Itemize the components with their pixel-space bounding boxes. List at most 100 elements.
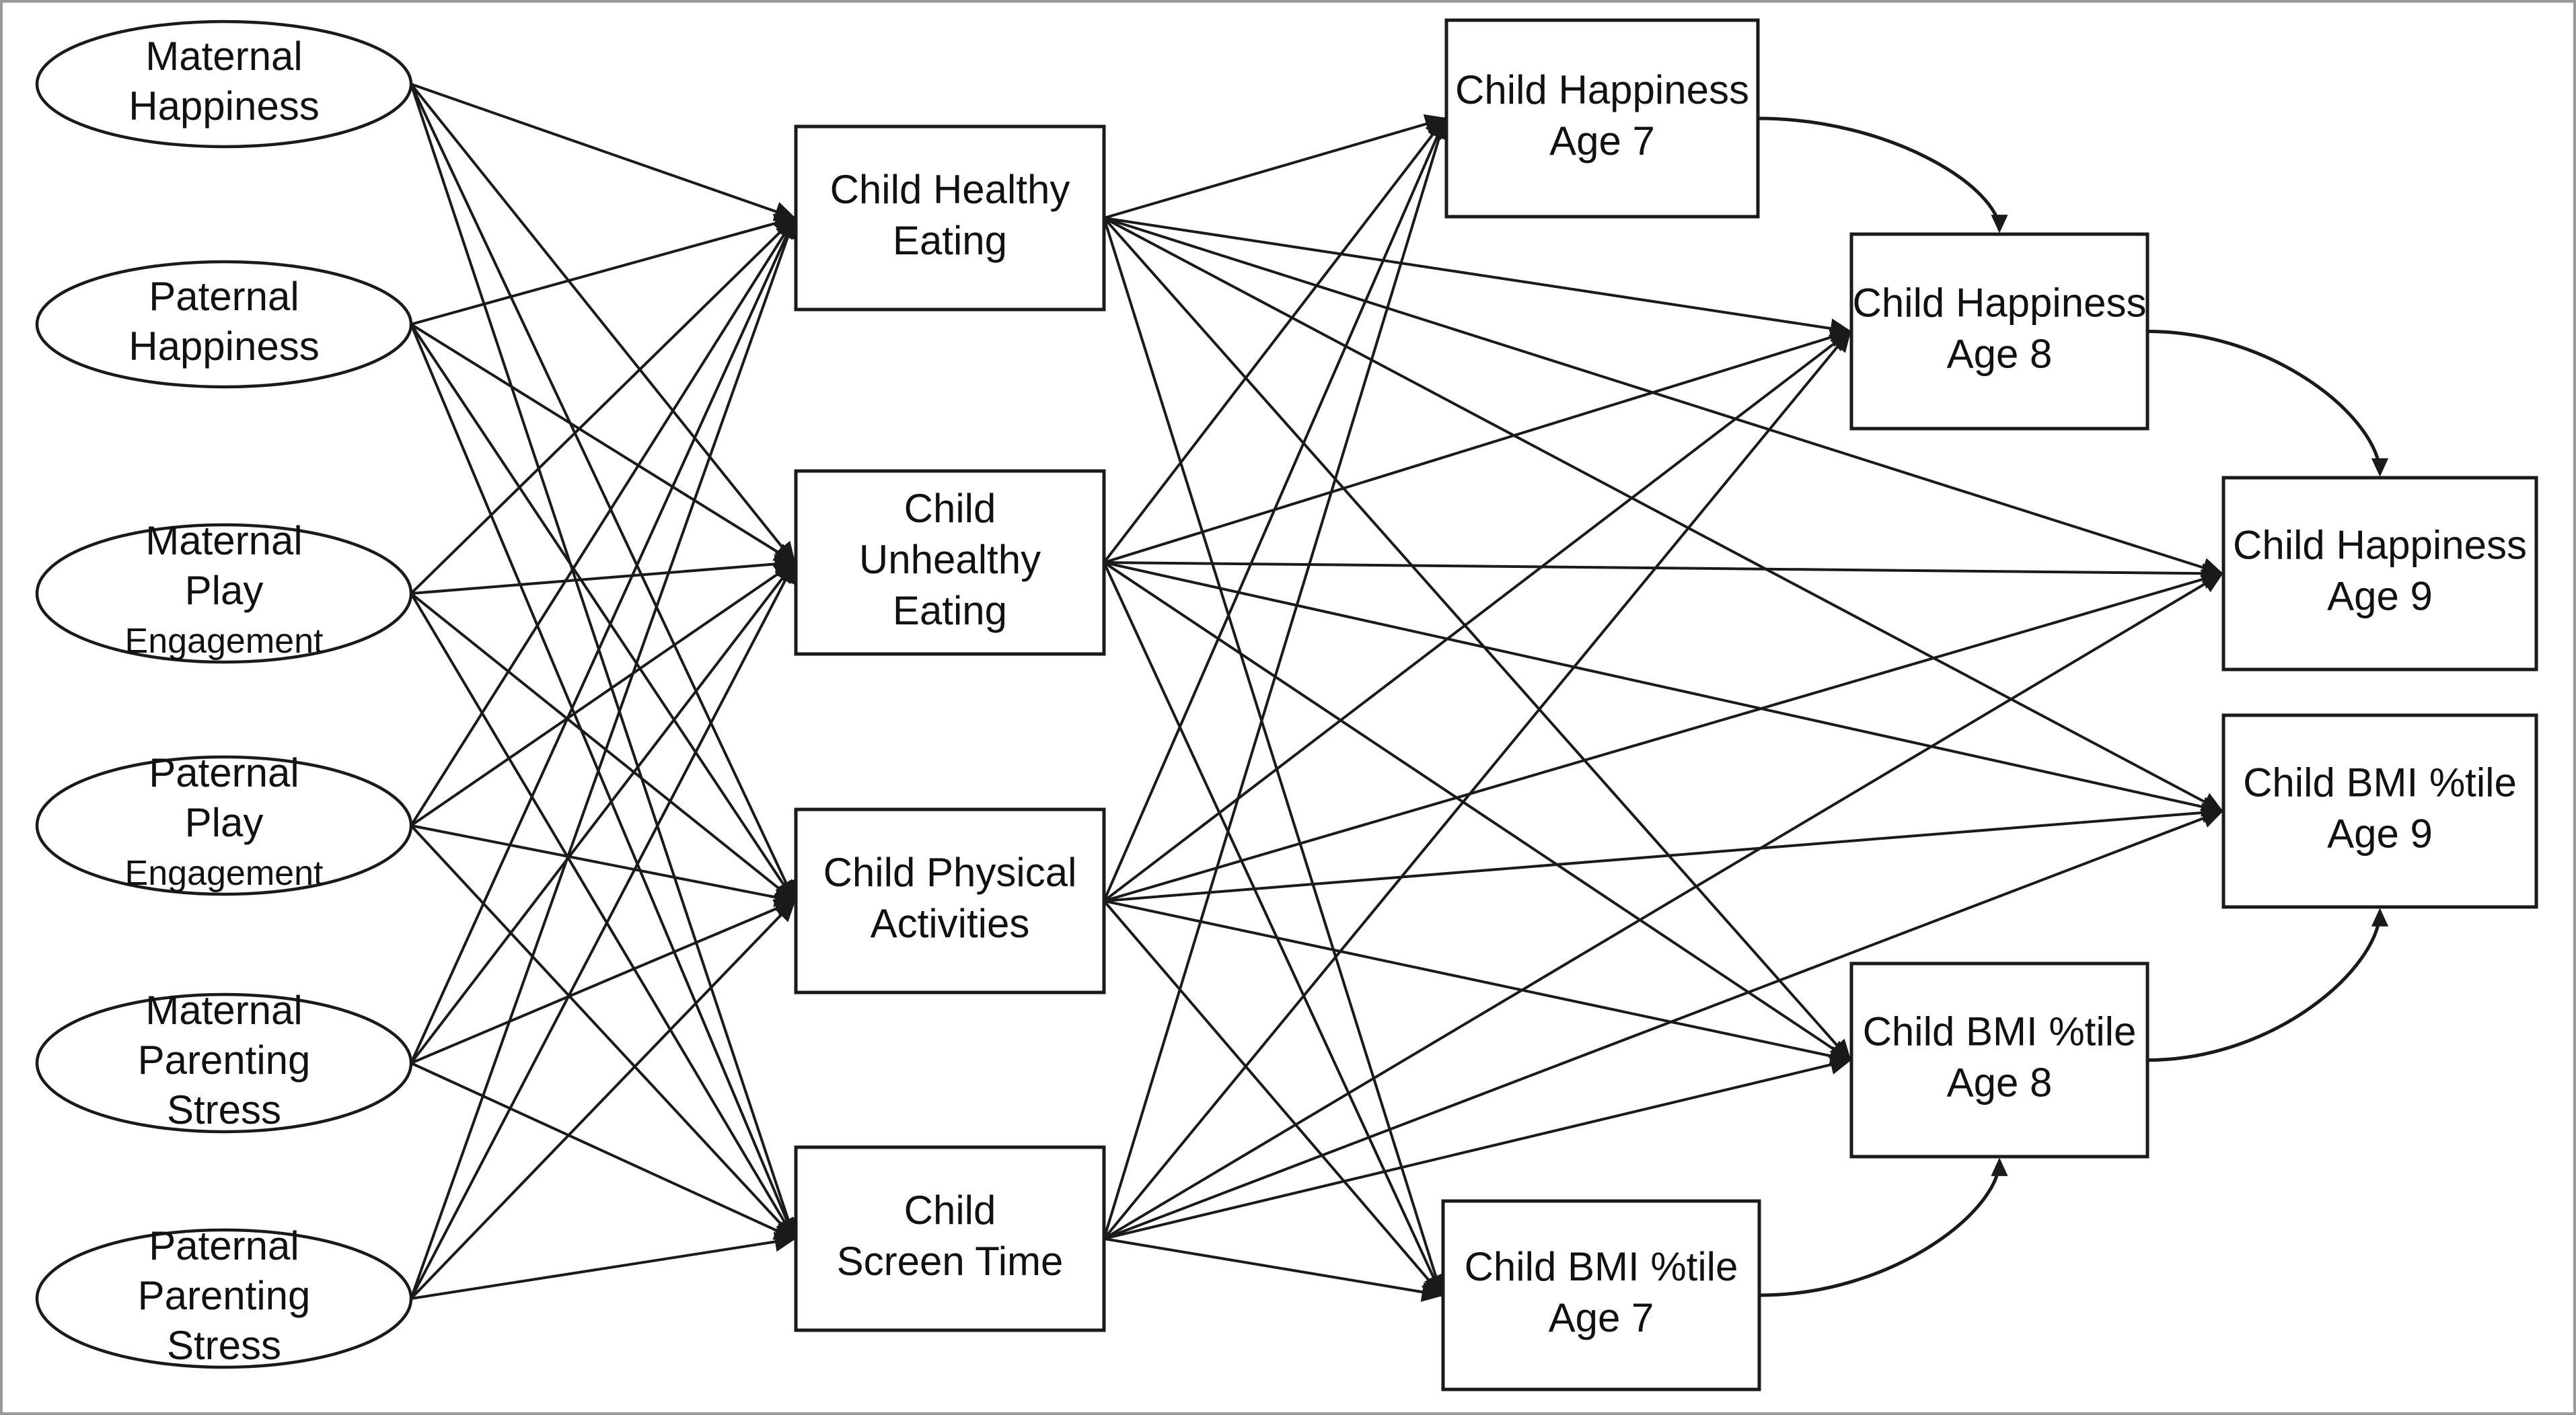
edge-physical-activity-to-happiness-7 (1103, 116, 1446, 902)
edge-unhealthy-eating-to-bmi-8 (1103, 561, 1852, 1062)
edges-autoregressive (1757, 116, 2389, 1297)
edge-pat-stress-to-healthy-eating (410, 216, 798, 1299)
edge-screen-time-to-bmi-9 (1103, 809, 2224, 1240)
edge-mat-stress-to-screen-time (410, 1062, 797, 1240)
edge-unhealthy-eating-to-happiness-7 (1103, 116, 1446, 564)
edge-pat-play-to-physical-activity (410, 824, 797, 907)
edge-mat-play-to-screen-time (410, 592, 796, 1241)
node-shape-ellipse (35, 20, 413, 149)
node-shape-ellipse (35, 755, 413, 896)
node-shape-ellipse (35, 992, 413, 1134)
edge-unhealthy-eating-to-happiness-9 (1103, 561, 2224, 584)
edge-physical-activity-to-bmi-8 (1103, 900, 1852, 1066)
edge-mat-happiness-to-healthy-eating (410, 83, 797, 221)
edge-pat-happiness-to-physical-activity (410, 323, 796, 903)
edge-mat-play-to-healthy-eating (410, 217, 796, 595)
edge-mat-happiness-to-screen-time (410, 83, 798, 1241)
edge-pat-play-to-screen-time (410, 824, 796, 1240)
edge-screen-time-to-bmi-8 (1103, 1054, 1852, 1240)
edge-pat-play-to-healthy-eating (410, 216, 796, 827)
node-shape-rect (1441, 1199, 1761, 1391)
edge-pat-stress-to-unhealthy-eating (410, 560, 796, 1299)
edges-mediators-to-outcomes (1103, 114, 2224, 1302)
edge-mat-play-to-physical-activity (410, 592, 797, 902)
edge-mat-play-to-unhealthy-eating (410, 554, 797, 595)
edge-healthy-eating-to-happiness-9 (1103, 217, 2224, 577)
edge-pat-stress-to-physical-activity (410, 900, 796, 1300)
edge-screen-time-to-happiness-9 (1103, 572, 2224, 1240)
node-shape-rect (2221, 476, 2538, 672)
node-shape-rect (794, 124, 1106, 312)
edge-auto-bmi7-bmi8 (1759, 1157, 2008, 1297)
node-shape-rect (2221, 713, 2538, 909)
node-shape-rect (1849, 962, 2149, 1159)
edge-healthy-eating-to-bmi-8 (1103, 217, 1851, 1062)
node-shape-ellipse (35, 523, 413, 664)
edge-pat-play-to-unhealthy-eating (410, 561, 797, 827)
edge-physical-activity-to-bmi-9 (1103, 802, 2224, 902)
edge-healthy-eating-to-bmi-9 (1103, 217, 2224, 813)
edge-mat-stress-to-physical-activity (410, 899, 797, 1064)
node-shape-ellipse (35, 260, 413, 389)
edge-healthy-eating-to-happiness-7 (1103, 114, 1447, 219)
edge-screen-time-to-happiness-7 (1103, 116, 1449, 1239)
edge-auto-bmi8-bmi9 (2147, 908, 2389, 1062)
node-shape-rect (794, 469, 1106, 656)
edge-unhealthy-eating-to-bmi-9 (1103, 561, 2224, 817)
edge-unhealthy-eating-to-bmi-7 (1103, 562, 1443, 1297)
edge-pat-stress-to-screen-time (410, 1231, 797, 1300)
edge-pat-happiness-to-screen-time (410, 324, 797, 1241)
edge-physical-activity-to-bmi-7 (1103, 900, 1443, 1297)
edge-screen-time-to-happiness-8 (1103, 330, 1851, 1240)
node-shape-ellipse (35, 1228, 413, 1369)
edge-physical-activity-to-happiness-9 (1103, 569, 2224, 902)
node-shape-rect (1849, 232, 2149, 431)
edge-physical-activity-to-happiness-8 (1103, 330, 1852, 902)
edge-pat-happiness-to-healthy-eating (410, 213, 797, 326)
edge-auto-hap7-hap8 (1757, 116, 2008, 233)
edge-mat-stress-to-unhealthy-eating (410, 560, 796, 1064)
edge-healthy-eating-to-bmi-7 (1103, 217, 1446, 1297)
edge-pat-happiness-to-unhealthy-eating (410, 323, 797, 564)
edge-mat-stress-to-healthy-eating (410, 216, 796, 1064)
edge-unhealthy-eating-to-happiness-8 (1103, 327, 1852, 564)
edge-auto-hap8-hap9 (2147, 330, 2389, 477)
edge-healthy-eating-to-happiness-8 (1103, 217, 1852, 338)
edge-screen-time-to-bmi-7 (1103, 1237, 1444, 1302)
